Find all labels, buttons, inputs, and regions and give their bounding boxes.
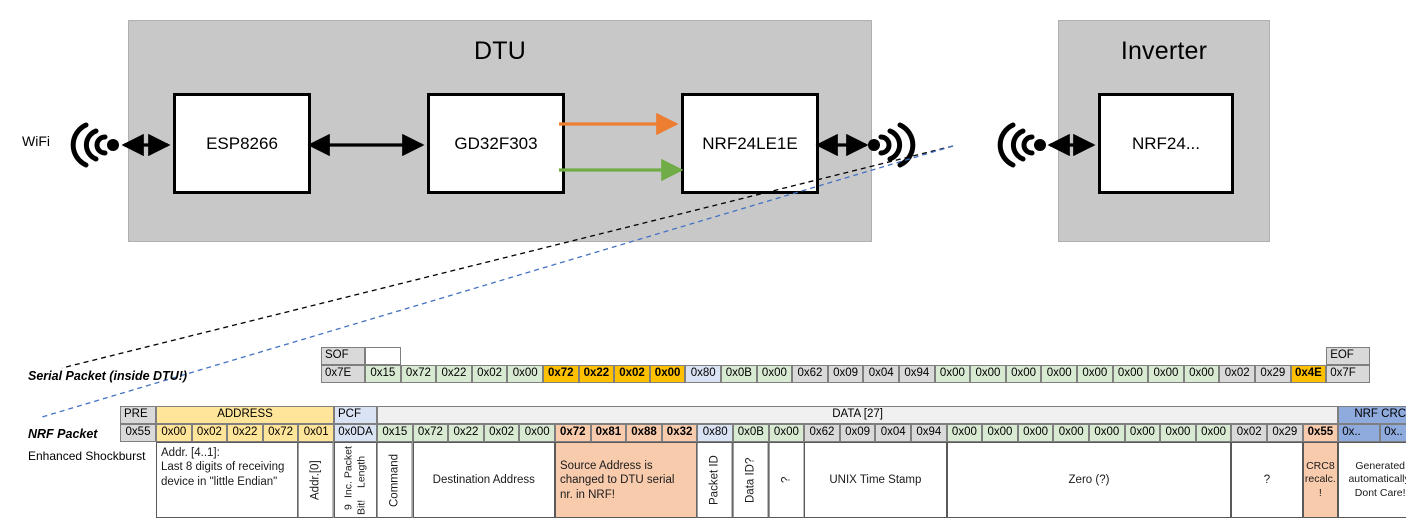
serial-byte-23: 0x00 (1183, 365, 1220, 383)
nrf-header-crc: NRF CRC (1338, 406, 1406, 424)
serial-byte-1: 0x72 (400, 365, 437, 383)
inverter-title: Inverter (1120, 37, 1208, 65)
serial-byte-11: 0x00 (756, 365, 793, 383)
nrf-data-byte-13: 0x09 (839, 424, 876, 442)
nrf-data-byte-20: 0x00 (1089, 424, 1125, 442)
nrf-data-byte-1: 0x72 (412, 424, 449, 442)
nrf-crc-byte-1: 0x.. (1380, 424, 1406, 442)
nrf-data-byte-9: 0x80 (697, 424, 733, 442)
nrf-data-byte-5: 0x72 (555, 424, 591, 442)
serial-byte-19: 0x00 (1041, 365, 1077, 383)
serial-byte-17: 0x00 (970, 365, 1006, 383)
serial-byte-6: 0x22 (578, 365, 615, 383)
nrf-data-byte-7: 0x88 (626, 424, 662, 442)
nrf-data-byte-8: 0x32 (661, 424, 698, 442)
serial-sof-value: 0x7E (321, 365, 365, 383)
desc-unix-time: UNIX Time Stamp (804, 442, 947, 518)
desc-packet-length: 9 Bit!Inc. Packet Length (334, 442, 377, 518)
nrf-data-byte-4: 0x00 (519, 424, 555, 442)
serial-byte-25: 0x29 (1255, 365, 1291, 383)
serial-byte-12: 0x62 (792, 365, 828, 383)
dtu-title: DTU (474, 37, 526, 65)
nrf-address-byte-0: 0x00 (156, 424, 192, 442)
serial-byte-5: 0x72 (543, 365, 579, 383)
nrf-header-address: ADDRESS (156, 406, 334, 424)
desc-unknown-2: ? (1231, 442, 1303, 518)
nrf-data-byte-23: 0x00 (1195, 424, 1232, 442)
nrf-data-byte-26: 0x55 (1302, 424, 1339, 442)
desc-address: Addr. [4..1]:Last 8 digits of receiving … (156, 442, 299, 518)
serial-byte-7: 0x02 (614, 365, 650, 383)
nrf-data-byte-0: 0x15 (377, 424, 413, 442)
serial-packet-label: Serial Packet (inside DTU!) (28, 369, 188, 383)
nrf-data-byte-2: 0x22 (448, 424, 484, 442)
nrf-packet-label: NRF Packet (28, 427, 98, 441)
nrf-address-byte-3: 0x72 (262, 424, 299, 442)
serial-byte-3: 0x02 (471, 365, 508, 383)
serial-byte-10: 0x0B (721, 365, 757, 383)
nrf-data-byte-22: 0x00 (1160, 424, 1196, 442)
nrf-pcf-value: 0x0DA (334, 424, 377, 442)
serial-byte-14: 0x04 (863, 365, 899, 383)
nrf-crc-byte-0: 0x.. (1338, 424, 1381, 442)
serial-byte-15: 0x94 (899, 365, 935, 383)
desc-command: Command (377, 442, 413, 518)
nrf-header-pre: PRE (120, 406, 156, 424)
serial-byte-13: 0x09 (827, 365, 864, 383)
nrf-address-byte-1: 0x02 (191, 424, 228, 442)
nrf-data-byte-10: 0x0B (733, 424, 769, 442)
wifi-label: WiFi (22, 133, 50, 149)
nrf-data-byte-18: 0x00 (1017, 424, 1054, 442)
desc-destination-address: Destination Address (412, 442, 555, 518)
serial-byte-24: 0x02 (1219, 365, 1255, 383)
nrf-header-pcf: PCF (334, 406, 377, 424)
serial-byte-20: 0x00 (1077, 365, 1113, 383)
nrf-data-byte-19: 0x00 (1053, 424, 1089, 442)
nrf-header-data: DATA [27] (377, 406, 1339, 424)
nrf-data-byte-14: 0x04 (875, 424, 911, 442)
nrf-data-byte-6: 0x81 (590, 424, 627, 442)
nrf-data-byte-21: 0x00 (1124, 424, 1161, 442)
nrf-data-byte-24: 0x02 (1231, 424, 1267, 442)
nrf-data-byte-12: 0x62 (804, 424, 840, 442)
serial-byte-26: 0x4E (1290, 365, 1327, 383)
serial-header-blank (365, 347, 401, 365)
nrf-pre-value: 0x55 (120, 424, 156, 442)
desc-packet-id: Packet ID (697, 442, 733, 518)
chip-nrf24: NRF24... (1098, 93, 1234, 194)
nrf-data-byte-25: 0x29 (1267, 424, 1303, 442)
serial-byte-4: 0x00 (507, 365, 543, 383)
serial-byte-8: 0x00 (649, 365, 686, 383)
serial-byte-0: 0x15 (365, 365, 401, 383)
desc-unknown-1: ? (768, 442, 805, 518)
serial-byte-21: 0x00 (1112, 365, 1149, 383)
serial-sof-header: SOF (321, 347, 365, 365)
serial-eof-value: 0x7F (1326, 365, 1371, 383)
nrf-data-byte-16: 0x00 (946, 424, 983, 442)
serial-byte-9: 0x80 (685, 365, 721, 383)
nrf-data-byte-3: 0x02 (483, 424, 520, 442)
desc-zero: Zero (?) (946, 442, 1232, 518)
serial-byte-22: 0x00 (1148, 365, 1184, 383)
chip-nrf24-label: NRF24... (1131, 133, 1201, 153)
serial-eof-header: EOF (1326, 347, 1371, 365)
nrf-address-byte-4: 0x01 (298, 424, 334, 442)
serial-byte-18: 0x00 (1005, 365, 1042, 383)
nrf-data-byte-17: 0x00 (982, 424, 1018, 442)
serial-byte-2: 0x22 (436, 365, 472, 383)
nrf-address-byte-2: 0x22 (227, 424, 263, 442)
nrf-data-byte-15: 0x94 (911, 424, 947, 442)
serial-byte-16: 0x00 (934, 365, 971, 383)
nrf-data-byte-11: 0x00 (768, 424, 805, 442)
desc-data-id: Data ID? (733, 442, 769, 518)
desc-addr0: Addr.[0] (298, 442, 334, 518)
enhanced-shockburst-label: Enhanced Shockburst (28, 449, 146, 463)
